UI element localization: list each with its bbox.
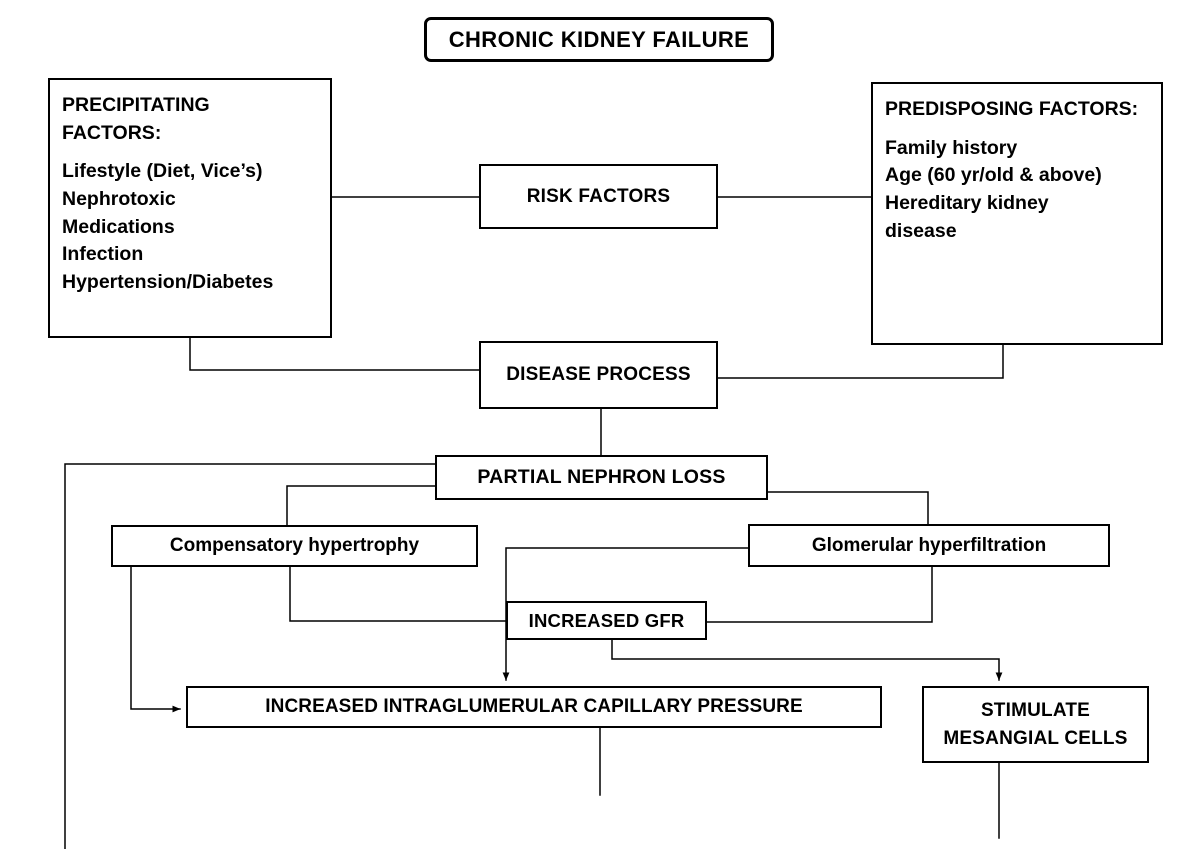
risk-factors-box: RISK FACTORS bbox=[479, 164, 718, 229]
risk-factors-label: RISK FACTORS bbox=[526, 185, 671, 207]
precipitating-factors-box: PRECIPITATING FACTORS: Lifestyle (Diet, … bbox=[48, 78, 332, 338]
precipitating-item-0: Lifestyle (Diet, Vice’s) bbox=[62, 160, 263, 183]
title-label: CHRONIC KIDNEY FAILURE bbox=[448, 26, 750, 52]
stimulate-mesangial-cells-box: STIMULATE MESANGIAL CELLS bbox=[922, 686, 1149, 763]
increased-gfr-label: INCREASED GFR bbox=[528, 609, 685, 631]
disease-process-box: DISEASE PROCESS bbox=[479, 341, 718, 409]
edge-compensatory-capillary bbox=[130, 566, 181, 713]
increased-capillary-pressure-box: INCREASED INTRAGLUMERULAR CAPILLARY PRES… bbox=[186, 686, 882, 728]
increased-capillary-pressure-label: INCREASED INTRAGLUMERULAR CAPILLARY PRES… bbox=[265, 696, 803, 717]
edge-predisposing-disease bbox=[717, 344, 1004, 379]
stimulate-mesangial-line-2: MESANGIAL CELLS bbox=[943, 727, 1128, 749]
precipitating-item-2: Medications bbox=[62, 215, 175, 238]
precipitating-item-4: Hypertension/Diabetes bbox=[62, 271, 274, 294]
precipitating-item-1: Nephrotoxic bbox=[62, 188, 176, 211]
disease-process-label: DISEASE PROCESS bbox=[506, 364, 691, 385]
edge-nephron-compensatory bbox=[286, 485, 436, 526]
increased-gfr-box: INCREASED GFR bbox=[506, 601, 707, 640]
edge-precipitating-disease bbox=[189, 337, 480, 371]
edge-glomerular-gfr bbox=[706, 566, 933, 623]
glomerular-hyperfiltration-box: Glomerular hyperfiltration bbox=[748, 524, 1110, 567]
glomerular-hyperfiltration-label: Glomerular hyperfiltration bbox=[811, 534, 1047, 556]
predisposing-item-2: Hereditary kidney bbox=[885, 192, 1049, 215]
edge-nephron-glomerular bbox=[767, 491, 929, 525]
compensatory-hypertrophy-box: Compensatory hypertrophy bbox=[111, 525, 478, 567]
partial-nephron-loss-label: PARTIAL NEPHRON LOSS bbox=[477, 466, 726, 488]
edge-gfr-mesangial bbox=[611, 639, 1003, 681]
title-box: CHRONIC KIDNEY FAILURE bbox=[424, 17, 774, 62]
precipitating-item-3: Infection bbox=[62, 243, 144, 266]
precipitating-heading: PRECIPITATING FACTORS: bbox=[62, 94, 210, 144]
predisposing-item-3: disease bbox=[885, 219, 957, 242]
predisposing-factors-box: PREDISPOSING FACTORS: Family history Age… bbox=[871, 82, 1163, 345]
edge-compensatory-gfr bbox=[289, 566, 507, 622]
predisposing-heading: PREDISPOSING FACTORS: bbox=[885, 98, 1139, 120]
predisposing-item-1: Age (60 yr/old & above) bbox=[885, 164, 1102, 187]
partial-nephron-loss-box: PARTIAL NEPHRON LOSS bbox=[435, 455, 768, 500]
predisposing-item-0: Family history bbox=[885, 136, 1018, 159]
stimulate-mesangial-line-1: STIMULATE bbox=[980, 699, 1091, 721]
edge-nephron-left-rail bbox=[64, 463, 436, 849]
compensatory-hypertrophy-label: Compensatory hypertrophy bbox=[169, 535, 420, 556]
